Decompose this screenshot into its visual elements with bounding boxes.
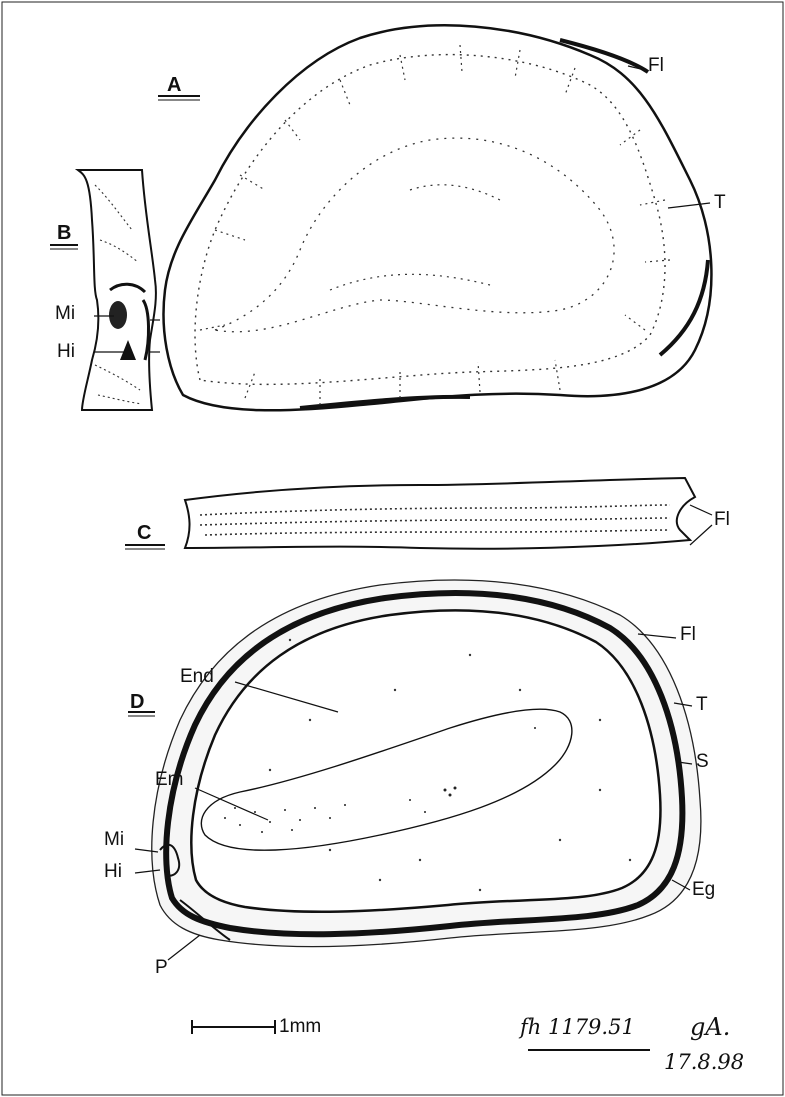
panel-c-label: C bbox=[137, 523, 151, 543]
panel-c-outline bbox=[185, 478, 695, 549]
scale-label: 1mm bbox=[279, 1017, 321, 1036]
label-d-fl: Fl bbox=[680, 625, 696, 644]
label-d-p: P bbox=[155, 958, 168, 977]
label-d-eg: Eg bbox=[692, 880, 715, 899]
panel-b-drawing bbox=[50, 170, 160, 410]
panel-a-outline bbox=[164, 25, 712, 410]
label-a-fl: Fl bbox=[648, 56, 664, 75]
label-c-fl: Fl bbox=[714, 510, 730, 529]
panel-d-drawing bbox=[128, 580, 701, 960]
label-a-t: T bbox=[714, 193, 726, 212]
label-d-s: S bbox=[696, 752, 709, 771]
author-initials: gA. bbox=[690, 1015, 730, 1039]
label-d-end: End bbox=[180, 667, 214, 686]
label-d-em: Em bbox=[155, 770, 184, 789]
label-d-hi: Hi bbox=[104, 862, 122, 881]
label-b-hi: Hi bbox=[57, 342, 75, 361]
label-d-t: T bbox=[696, 695, 708, 714]
panel-c-drawing bbox=[125, 478, 712, 549]
label-d-mi: Mi bbox=[104, 830, 124, 849]
drawing-date: 17.8.98 bbox=[664, 1052, 744, 1073]
panel-b-label: B bbox=[57, 223, 71, 243]
panel-a-label: A bbox=[167, 75, 181, 95]
label-b-mi: Mi bbox=[55, 304, 75, 323]
specimen-number: fh 1179.51 bbox=[520, 1017, 635, 1038]
panel-a-drawing bbox=[158, 25, 711, 410]
panel-d-label: D bbox=[130, 692, 144, 712]
scale-bar bbox=[192, 1020, 275, 1034]
